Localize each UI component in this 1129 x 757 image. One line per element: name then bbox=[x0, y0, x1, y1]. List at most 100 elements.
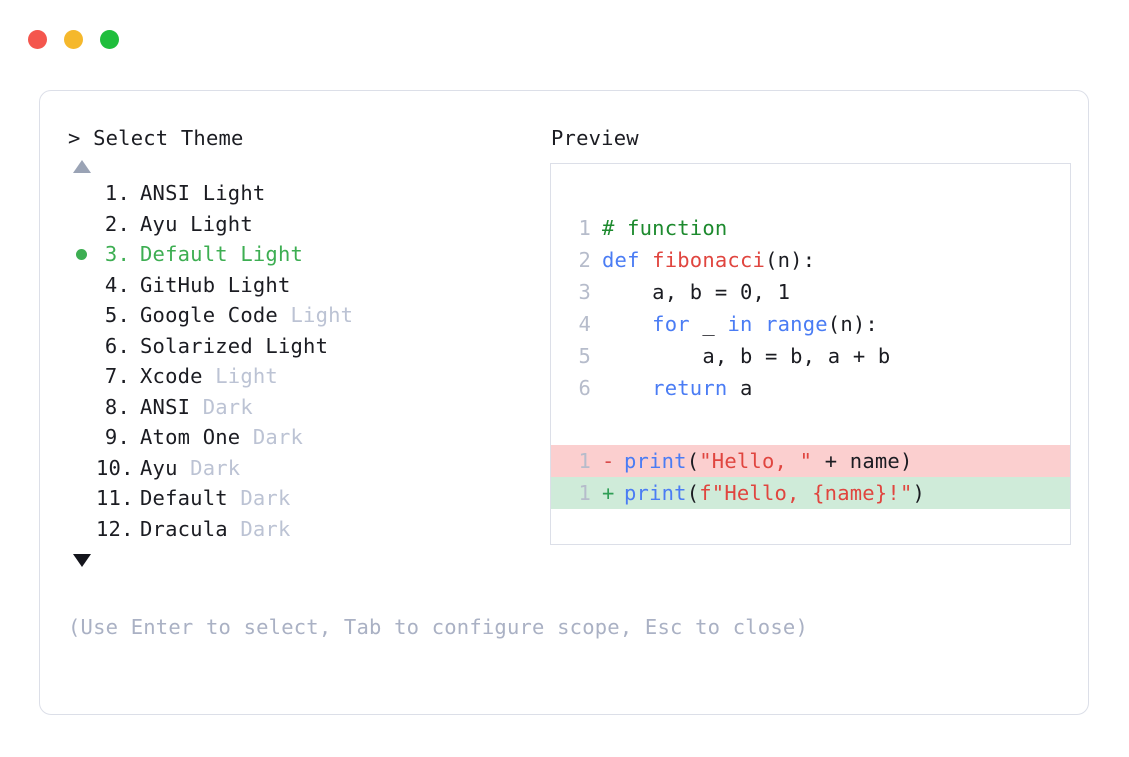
bullet-placeholder bbox=[76, 371, 87, 382]
scroll-up-icon[interactable] bbox=[73, 160, 91, 173]
code-line: 3 a, b = 0, 1 bbox=[569, 276, 1070, 308]
theme-item-name: Solarized Light bbox=[140, 333, 329, 358]
code-token-keyword: in range bbox=[727, 312, 828, 336]
code-token-plain bbox=[602, 376, 652, 400]
diff-sample: 1-print("Hello, " + name) 1 + print(f"Hello… bbox=[551, 445, 1070, 509]
diff-line-text: print(f"Hello, {name}!") bbox=[624, 477, 925, 509]
bullet-placeholder bbox=[76, 432, 87, 443]
theme-list-item[interactable]: 10.Ayu Dark bbox=[66, 453, 536, 484]
code-line-text: def fibonacci(n): bbox=[602, 244, 815, 276]
theme-item-number: 6. bbox=[104, 333, 130, 358]
selection-bullet-cell bbox=[66, 279, 96, 290]
theme-list-item[interactable]: 7.Xcode Light bbox=[66, 361, 536, 392]
line-number: 6 bbox=[578, 376, 591, 400]
selection-bullet-cell bbox=[66, 340, 96, 351]
diff-sign: - bbox=[602, 449, 615, 473]
diff-sign: + bbox=[602, 481, 615, 505]
selection-bullet-cell bbox=[66, 523, 96, 534]
page-title: > Select Theme bbox=[68, 126, 244, 150]
theme-item-variant: Light bbox=[202, 364, 278, 388]
preview-title: Preview bbox=[551, 126, 639, 150]
theme-item-number: 12. bbox=[96, 516, 134, 541]
theme-item-number: 9. bbox=[104, 425, 130, 449]
theme-item-number: 5. bbox=[104, 303, 130, 327]
code-token-plain: a bbox=[727, 376, 753, 400]
selection-bullet-cell bbox=[66, 493, 96, 504]
code-token-comment: # function bbox=[602, 216, 728, 240]
code-token-keyword: print bbox=[624, 449, 687, 473]
selection-bullet-cell bbox=[66, 462, 96, 473]
theme-item-number: 11. bbox=[96, 486, 134, 510]
theme-list-item[interactable]: 6. Solarized Light bbox=[66, 331, 536, 362]
code-token-string: f"Hello, {name}!" bbox=[699, 481, 913, 505]
bullet-placeholder bbox=[76, 340, 87, 351]
code-line: 1# function bbox=[569, 212, 1070, 244]
bullet-placeholder bbox=[76, 493, 87, 504]
theme-list-item[interactable]: 2. Ayu Light bbox=[66, 209, 536, 240]
theme-item-number: 3. bbox=[104, 242, 130, 266]
code-token-plain: (n): bbox=[765, 248, 816, 272]
selection-bullet-cell bbox=[66, 188, 96, 199]
bullet-placeholder bbox=[76, 401, 87, 412]
theme-list-item[interactable]: 11.Default Dark bbox=[66, 483, 536, 514]
theme-list-item[interactable]: 5.Google Code Light bbox=[66, 300, 536, 331]
selection-bullet-cell bbox=[66, 432, 96, 443]
theme-item-name: Default bbox=[140, 486, 228, 510]
theme-list-item[interactable]: 4.GitHub Light bbox=[66, 270, 536, 301]
theme-item-name: Atom One bbox=[140, 425, 241, 449]
diff-line-text: print("Hello, " + name) bbox=[624, 445, 913, 477]
theme-item-name: Ayu Light bbox=[140, 211, 253, 236]
code-token-plain: _ bbox=[689, 312, 728, 336]
bullet-placeholder bbox=[76, 310, 87, 321]
minimize-window-dot[interactable] bbox=[64, 30, 83, 49]
code-line-text: a, b = 0, 1 bbox=[602, 276, 790, 308]
theme-item-variant: Dark bbox=[177, 455, 241, 480]
code-token-plain: + name) bbox=[812, 449, 913, 473]
code-sample: 1# function 2 def fibonacci(n):3 a, b = 0,… bbox=[569, 212, 1070, 404]
theme-item-name: Ayu bbox=[140, 455, 178, 480]
theme-list-item[interactable]: 12.Dracula Dark bbox=[66, 514, 536, 545]
theme-item-variant: Light bbox=[277, 303, 354, 327]
code-line-text: return a bbox=[602, 372, 753, 404]
selection-bullet-cell bbox=[66, 248, 96, 260]
selection-bullet-cell bbox=[66, 218, 96, 229]
code-token-keyword: for bbox=[652, 312, 690, 336]
theme-item-number: 4. bbox=[104, 272, 130, 297]
theme-item-number: 1. bbox=[104, 181, 130, 205]
theme-list-item[interactable]: 9.Atom One Dark bbox=[66, 422, 536, 453]
diff-line-number: 1 bbox=[578, 449, 591, 473]
theme-list-item[interactable]: 1.ANSI Light bbox=[66, 178, 536, 209]
line-number: 4 bbox=[578, 312, 591, 336]
selection-bullet-cell bbox=[66, 401, 96, 412]
diff-line-number: 1 bbox=[578, 481, 591, 505]
theme-item-name: Xcode bbox=[140, 364, 203, 388]
window-controls bbox=[28, 30, 119, 49]
code-line-text: for _ in range(n): bbox=[602, 308, 878, 340]
bullet-placeholder bbox=[76, 462, 87, 473]
code-token-plain: ) bbox=[912, 481, 926, 505]
theme-list-item[interactable]: 3. Default Light bbox=[66, 239, 536, 270]
theme-item-number: 10. bbox=[96, 455, 134, 480]
code-token-plain: a, b = b, a + b bbox=[602, 344, 891, 368]
close-window-dot[interactable] bbox=[28, 30, 47, 49]
code-token-keyword: print bbox=[624, 481, 687, 505]
code-line: 6 return a bbox=[569, 372, 1070, 404]
scroll-down-icon[interactable] bbox=[73, 554, 91, 567]
theme-list-item[interactable]: 8. ANSI Dark bbox=[66, 392, 536, 423]
maximize-window-dot[interactable] bbox=[100, 30, 119, 49]
theme-item-number: 2. bbox=[104, 211, 130, 236]
line-number: 2 bbox=[578, 248, 591, 272]
theme-item-name: Dracula bbox=[140, 516, 228, 541]
code-token-string: "Hello, " bbox=[699, 449, 813, 473]
selection-bullet-cell bbox=[66, 310, 96, 321]
selected-bullet-icon bbox=[75, 248, 87, 260]
theme-item-variant: Dark bbox=[190, 394, 253, 419]
theme-item-number: 8. bbox=[104, 394, 130, 419]
theme-item-name: Default Light bbox=[140, 242, 304, 266]
code-line: 2 def fibonacci(n): bbox=[569, 244, 1070, 276]
theme-item-name: ANSI bbox=[140, 394, 191, 419]
